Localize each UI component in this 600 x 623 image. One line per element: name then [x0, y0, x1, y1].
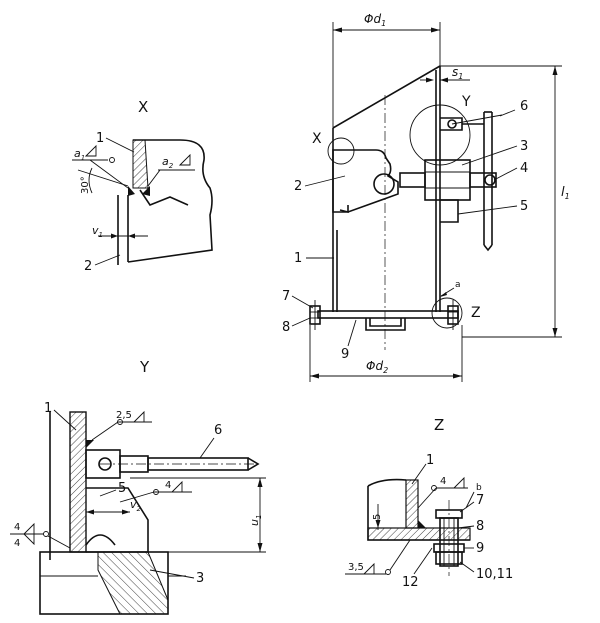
detail-z-part-8: 8: [476, 519, 484, 534]
dim-d1-label: Φd1: [364, 12, 386, 28]
detail-y-weld-left-top: 4: [14, 522, 20, 533]
dim-d2-label: Φd2: [366, 359, 388, 375]
detail-x-dim-v1: v1: [92, 224, 103, 239]
detail-x-part-2: 2: [84, 259, 92, 274]
dim-s1-label: s1: [452, 65, 463, 81]
detail-y-part-5: 5: [118, 481, 126, 496]
detail-x-angle: 30°: [80, 176, 91, 194]
dim-l1-label: l1: [561, 185, 570, 201]
callout-y-circle: [409, 104, 471, 166]
main-part-3: 3: [520, 139, 528, 154]
detail-z-dim-5: 5: [372, 514, 383, 520]
detail-y-dim-u1: u1: [248, 515, 263, 526]
callout-y-label: Y: [461, 94, 471, 110]
main-part-8: 8: [282, 320, 290, 335]
detail-y-title: Y: [139, 358, 150, 376]
detail-x-title: X: [138, 98, 148, 116]
detail-z-part-7: 7: [476, 493, 484, 508]
callout-z-label: Z: [471, 305, 481, 321]
detail-y-weld-left-bottom: 4: [14, 538, 20, 549]
main-part-2: 2: [294, 179, 302, 194]
detail-z-part-1: 1: [426, 453, 434, 468]
main-part-7: 7: [282, 289, 290, 304]
detail-z-view: Z 5 4 b 3,5 1 7: [345, 416, 513, 590]
detail-y-dim-v2: v2: [130, 498, 142, 513]
main-part-5: 5: [520, 199, 528, 214]
main-view: Φd1 s1 l1 X Y: [282, 12, 570, 382]
detail-z-part-12: 12: [402, 575, 419, 590]
main-part-6: 6: [520, 99, 528, 114]
detail-z-title: Z: [434, 416, 444, 434]
detail-x-part-1: 1: [96, 131, 104, 146]
note-a-label: a: [455, 280, 461, 290]
main-part-1: 1: [294, 251, 302, 266]
detail-x-weld-a2: a2: [162, 155, 174, 170]
detail-y-part-6: 6: [214, 423, 222, 438]
callout-x-circle: [327, 137, 355, 165]
detail-y-part-3: 3: [196, 571, 204, 586]
callout-z-circle: [431, 297, 463, 329]
detail-z-note-b: b: [476, 483, 482, 493]
detail-x-view: X 30° a1 a2 v1 1 2: [72, 98, 213, 274]
detail-y-weld-mid: 4: [165, 480, 171, 491]
main-part-4: 4: [520, 161, 528, 176]
callout-x-label: X: [312, 131, 322, 147]
detail-y-view: Y 2,5 4 v2: [10, 358, 266, 615]
detail-y-part-1: 1: [44, 401, 52, 416]
detail-x-weld-a1: a1: [74, 147, 85, 162]
detail-z-weld-bottom: 3,5: [348, 562, 364, 573]
detail-y-weld-top: 2,5: [116, 410, 132, 421]
detail-z-part-10-11: 10,11: [476, 567, 513, 582]
detail-z-weld-top: 4: [440, 476, 446, 487]
main-part-9: 9: [341, 347, 349, 362]
detail-z-part-9: 9: [476, 541, 484, 556]
